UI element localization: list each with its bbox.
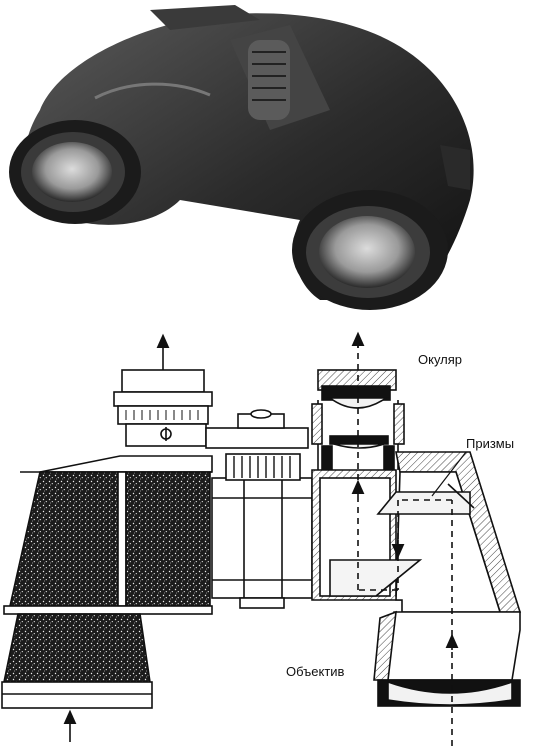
label-eyepiece: Окуляр bbox=[418, 352, 463, 367]
prisms-leader bbox=[431, 451, 467, 497]
left-eyecup-icon bbox=[9, 120, 141, 224]
left-objective-rim bbox=[1, 681, 153, 709]
focus-wheel bbox=[225, 453, 301, 481]
label-prisms: Призмы bbox=[466, 436, 515, 451]
binoculars-photo bbox=[9, 5, 474, 310]
hinge-bridge bbox=[205, 427, 309, 449]
diopter-symbol-icon bbox=[160, 427, 172, 441]
left-objective-armour bbox=[3, 613, 151, 683]
right-eyecup-icon bbox=[292, 190, 448, 310]
objective-lens bbox=[387, 680, 513, 706]
left-eyepiece-cap bbox=[121, 369, 205, 393]
prism-upper bbox=[376, 491, 471, 515]
focus-wheel-icon bbox=[248, 40, 290, 120]
left-armour-upper bbox=[9, 471, 119, 607]
cutaway-diagram bbox=[1, 331, 522, 746]
diopter-ring bbox=[117, 405, 209, 425]
label-objective: Объектив bbox=[286, 664, 345, 679]
